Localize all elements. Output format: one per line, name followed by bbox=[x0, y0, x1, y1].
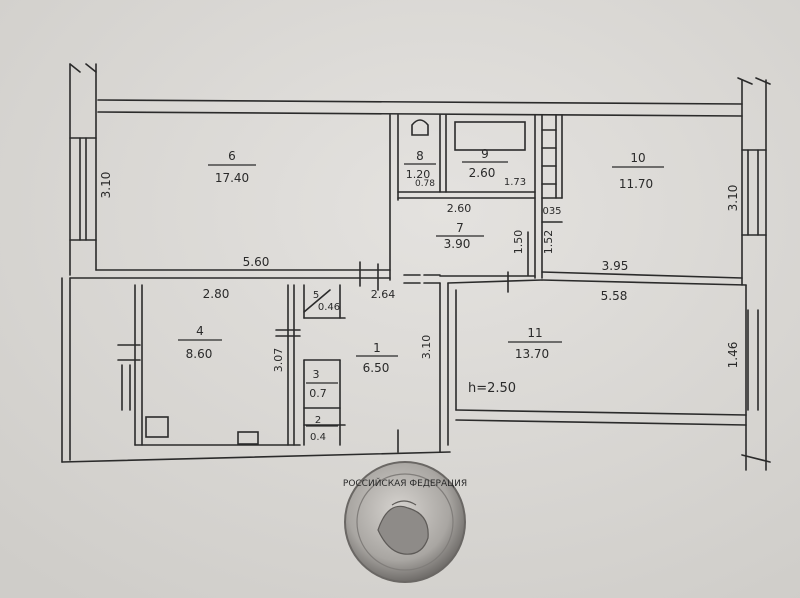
room-6-area: 17.40 bbox=[215, 171, 249, 185]
room-6: 6 17.40 bbox=[208, 149, 256, 185]
dim-room10-width: 3.95 bbox=[602, 259, 629, 273]
room-2: 2 0.4 bbox=[306, 415, 338, 443]
walls bbox=[61, 63, 771, 471]
ceiling-height: h=2.50 bbox=[468, 381, 516, 396]
room-9: 9 2.60 bbox=[462, 147, 508, 180]
room-4-area: 8.60 bbox=[186, 347, 213, 361]
room-3-number: 3 bbox=[313, 368, 320, 381]
coin-inscription: РОССИЙСКАЯ ФЕДЕРАЦИЯ bbox=[343, 477, 467, 489]
dim-room4-height: 3.07 bbox=[272, 348, 285, 373]
dim-v-152: 1.52 bbox=[542, 230, 555, 255]
room-3-area: 0.7 bbox=[309, 387, 327, 400]
dim-right-wall-bottom: 1.46 bbox=[726, 342, 740, 369]
dim-small-035: 035 bbox=[542, 206, 561, 217]
dim-room11-width: 5.58 bbox=[601, 289, 628, 303]
dim-room8-width: 0.78 bbox=[415, 179, 435, 189]
dim-room7-width: 2.60 bbox=[447, 202, 472, 215]
room-8-area: 1.20 bbox=[406, 168, 431, 181]
room-11-number: 11 bbox=[527, 326, 542, 340]
room-9-area: 2.60 bbox=[469, 166, 496, 180]
dim-right-wall-top: 3.10 bbox=[726, 185, 740, 212]
room-8: 8 1.20 bbox=[404, 149, 436, 181]
coin: РОССИЙСКАЯ ФЕДЕРАЦИЯ bbox=[343, 461, 467, 583]
room-2-number: 2 bbox=[315, 415, 321, 426]
room-2-area: 0.4 bbox=[310, 432, 326, 443]
room-7-number: 7 bbox=[456, 221, 464, 235]
room-1-number: 1 bbox=[373, 341, 381, 355]
room-11: 11 13.70 bbox=[508, 326, 562, 361]
room-8-number: 8 bbox=[416, 149, 424, 163]
room-6-number: 6 bbox=[228, 149, 236, 163]
dim-room9-width: 1.73 bbox=[504, 177, 526, 188]
room-10-number: 10 bbox=[630, 151, 645, 165]
room-1-area: 6.50 bbox=[363, 361, 390, 375]
room-10: 10 11.70 bbox=[612, 151, 664, 191]
dim-v-150: 1.50 bbox=[512, 230, 525, 255]
room-3: 3 0.7 bbox=[306, 368, 338, 400]
dim-corridor: 2.64 bbox=[371, 288, 396, 301]
room-11-area: 13.70 bbox=[515, 347, 549, 361]
room-10-area: 11.70 bbox=[619, 177, 653, 191]
dim-room4-width: 2.80 bbox=[203, 287, 230, 301]
room-9-number: 9 bbox=[481, 147, 489, 161]
room-5-number: 5 bbox=[313, 290, 319, 301]
dim-room6-width: 5.60 bbox=[243, 255, 270, 269]
dim-left-wall-top: 3.10 bbox=[99, 172, 113, 199]
room-5: 5 0.46 bbox=[313, 290, 340, 313]
room-4: 4 8.60 bbox=[178, 324, 222, 361]
room-5-area: 0.46 bbox=[318, 302, 340, 313]
dim-room1-height: 3.10 bbox=[420, 335, 433, 360]
room-4-number: 4 bbox=[196, 324, 204, 338]
room-labels: 6 17.40 8 1.20 9 2.60 10 11.70 7 3.90 5 … bbox=[178, 147, 664, 443]
room-7: 7 3.90 bbox=[436, 221, 484, 251]
room-1: 1 6.50 bbox=[356, 341, 398, 375]
room-7-area: 3.90 bbox=[444, 237, 471, 251]
dimension-labels: 3.10 5.60 2.80 2.64 2.60 0.78 1.73 035 1… bbox=[99, 172, 740, 373]
